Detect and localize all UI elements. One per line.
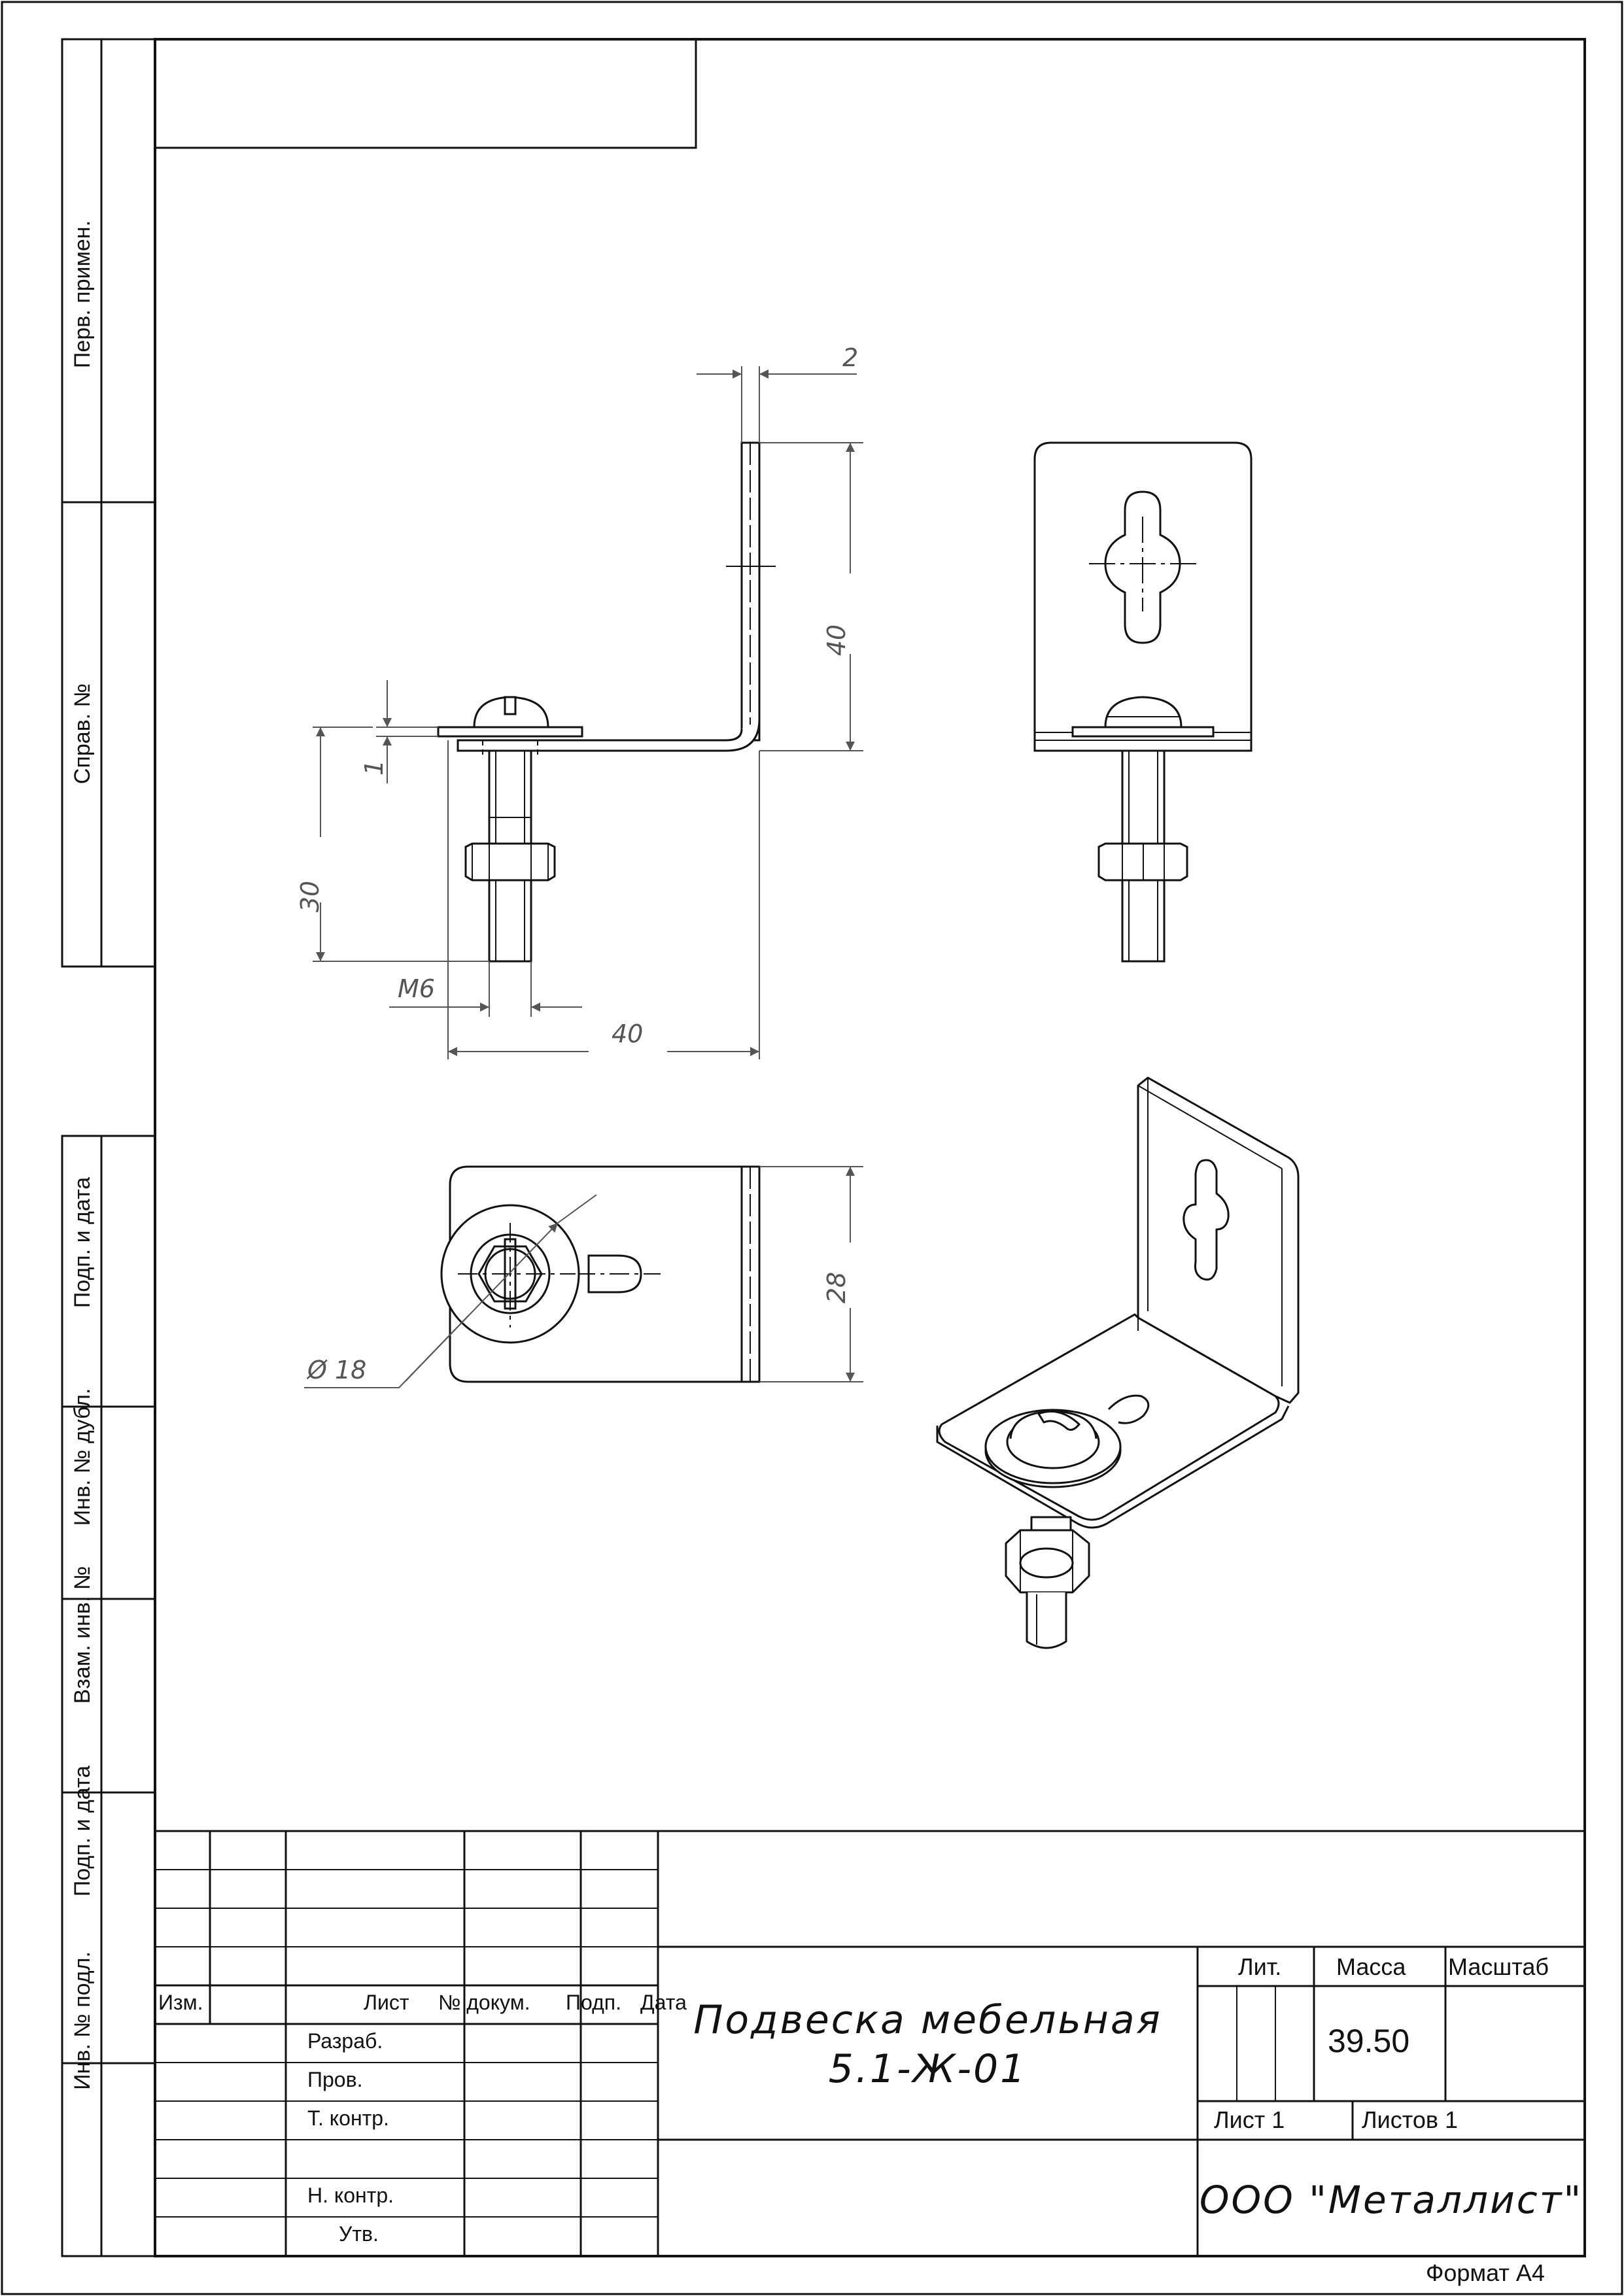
side-stamp-frame — [61, 38, 156, 2257]
tb-role-t-kontr: Т. контр. — [307, 2106, 389, 2130]
top-view — [440, 1165, 761, 1383]
stamp-perv-primen: Перв. примен. — [70, 220, 95, 369]
stamp-sprav-no: Справ. № — [70, 683, 95, 785]
dim-flange-height: 40 — [822, 624, 852, 657]
product-designation: 5.1-Ж-01 — [828, 2046, 1028, 2092]
top-view-dimensions — [304, 1166, 863, 1388]
tb-role-utv: Утв. — [339, 2222, 379, 2246]
tb-lit-label: Лит. — [1238, 1953, 1282, 1980]
side-view — [1033, 441, 1253, 963]
tb-massa-label: Масса — [1336, 1953, 1406, 1980]
stamp-podp-data-bottom: Подп. и дата — [70, 1765, 95, 1897]
tb-header-doc-no: № докум. — [438, 1991, 530, 2014]
dim-base-length: 40 — [612, 1019, 644, 1048]
stamp-podp-data-top: Подп. и дата — [70, 1176, 95, 1309]
dim-bolt-length: 30 — [296, 880, 325, 913]
tb-header-podp: Подп. — [566, 1991, 621, 2014]
stamp-vzam-inv: Взам. инв. № — [70, 1566, 95, 1704]
dim-thread: M6 — [398, 974, 435, 1003]
product-name: Подвеска мебельная 5.1-Ж-01 — [658, 1996, 1198, 2094]
tb-masshtab-label: Масштаб — [1448, 1953, 1549, 1980]
dim-washer-thickness: 1 — [360, 759, 389, 776]
tb-header-izm: Изм. — [158, 1991, 203, 2014]
stamp-inv-dubl: Инв. № дубл. — [70, 1388, 95, 1526]
dim-diameter: Ø 18 — [307, 1356, 367, 1384]
tb-sheet: Лист 1 — [1214, 2106, 1285, 2133]
product-name-line1: Подвеска мебельная — [693, 1997, 1162, 2043]
tb-role-n-kontr: Н. контр. — [307, 2184, 394, 2207]
tb-sheets-total: Листов 1 — [1362, 2106, 1458, 2133]
dim-width: 28 — [822, 1271, 852, 1304]
isometric-view — [936, 1076, 1300, 1649]
tb-role-razrab: Разраб. — [307, 2029, 383, 2053]
stamp-inv-podl: Инв. № подл. — [70, 1951, 95, 2090]
format-label: Формат А4 — [1426, 2259, 1545, 2286]
tb-header-data: Дата — [640, 1991, 687, 2014]
tb-organization: ООО "Металлист" — [1199, 2178, 1583, 2222]
tb-massa-value: 39.50 — [1328, 2023, 1410, 2059]
tb-header-list: Лист — [364, 1991, 409, 2014]
front-view — [437, 441, 776, 963]
tb-role-prov: Пров. — [307, 2068, 363, 2091]
dim-thickness: 2 — [842, 343, 859, 372]
title-block-grid — [155, 1830, 1585, 2256]
front-view-dimensions — [313, 366, 863, 1059]
